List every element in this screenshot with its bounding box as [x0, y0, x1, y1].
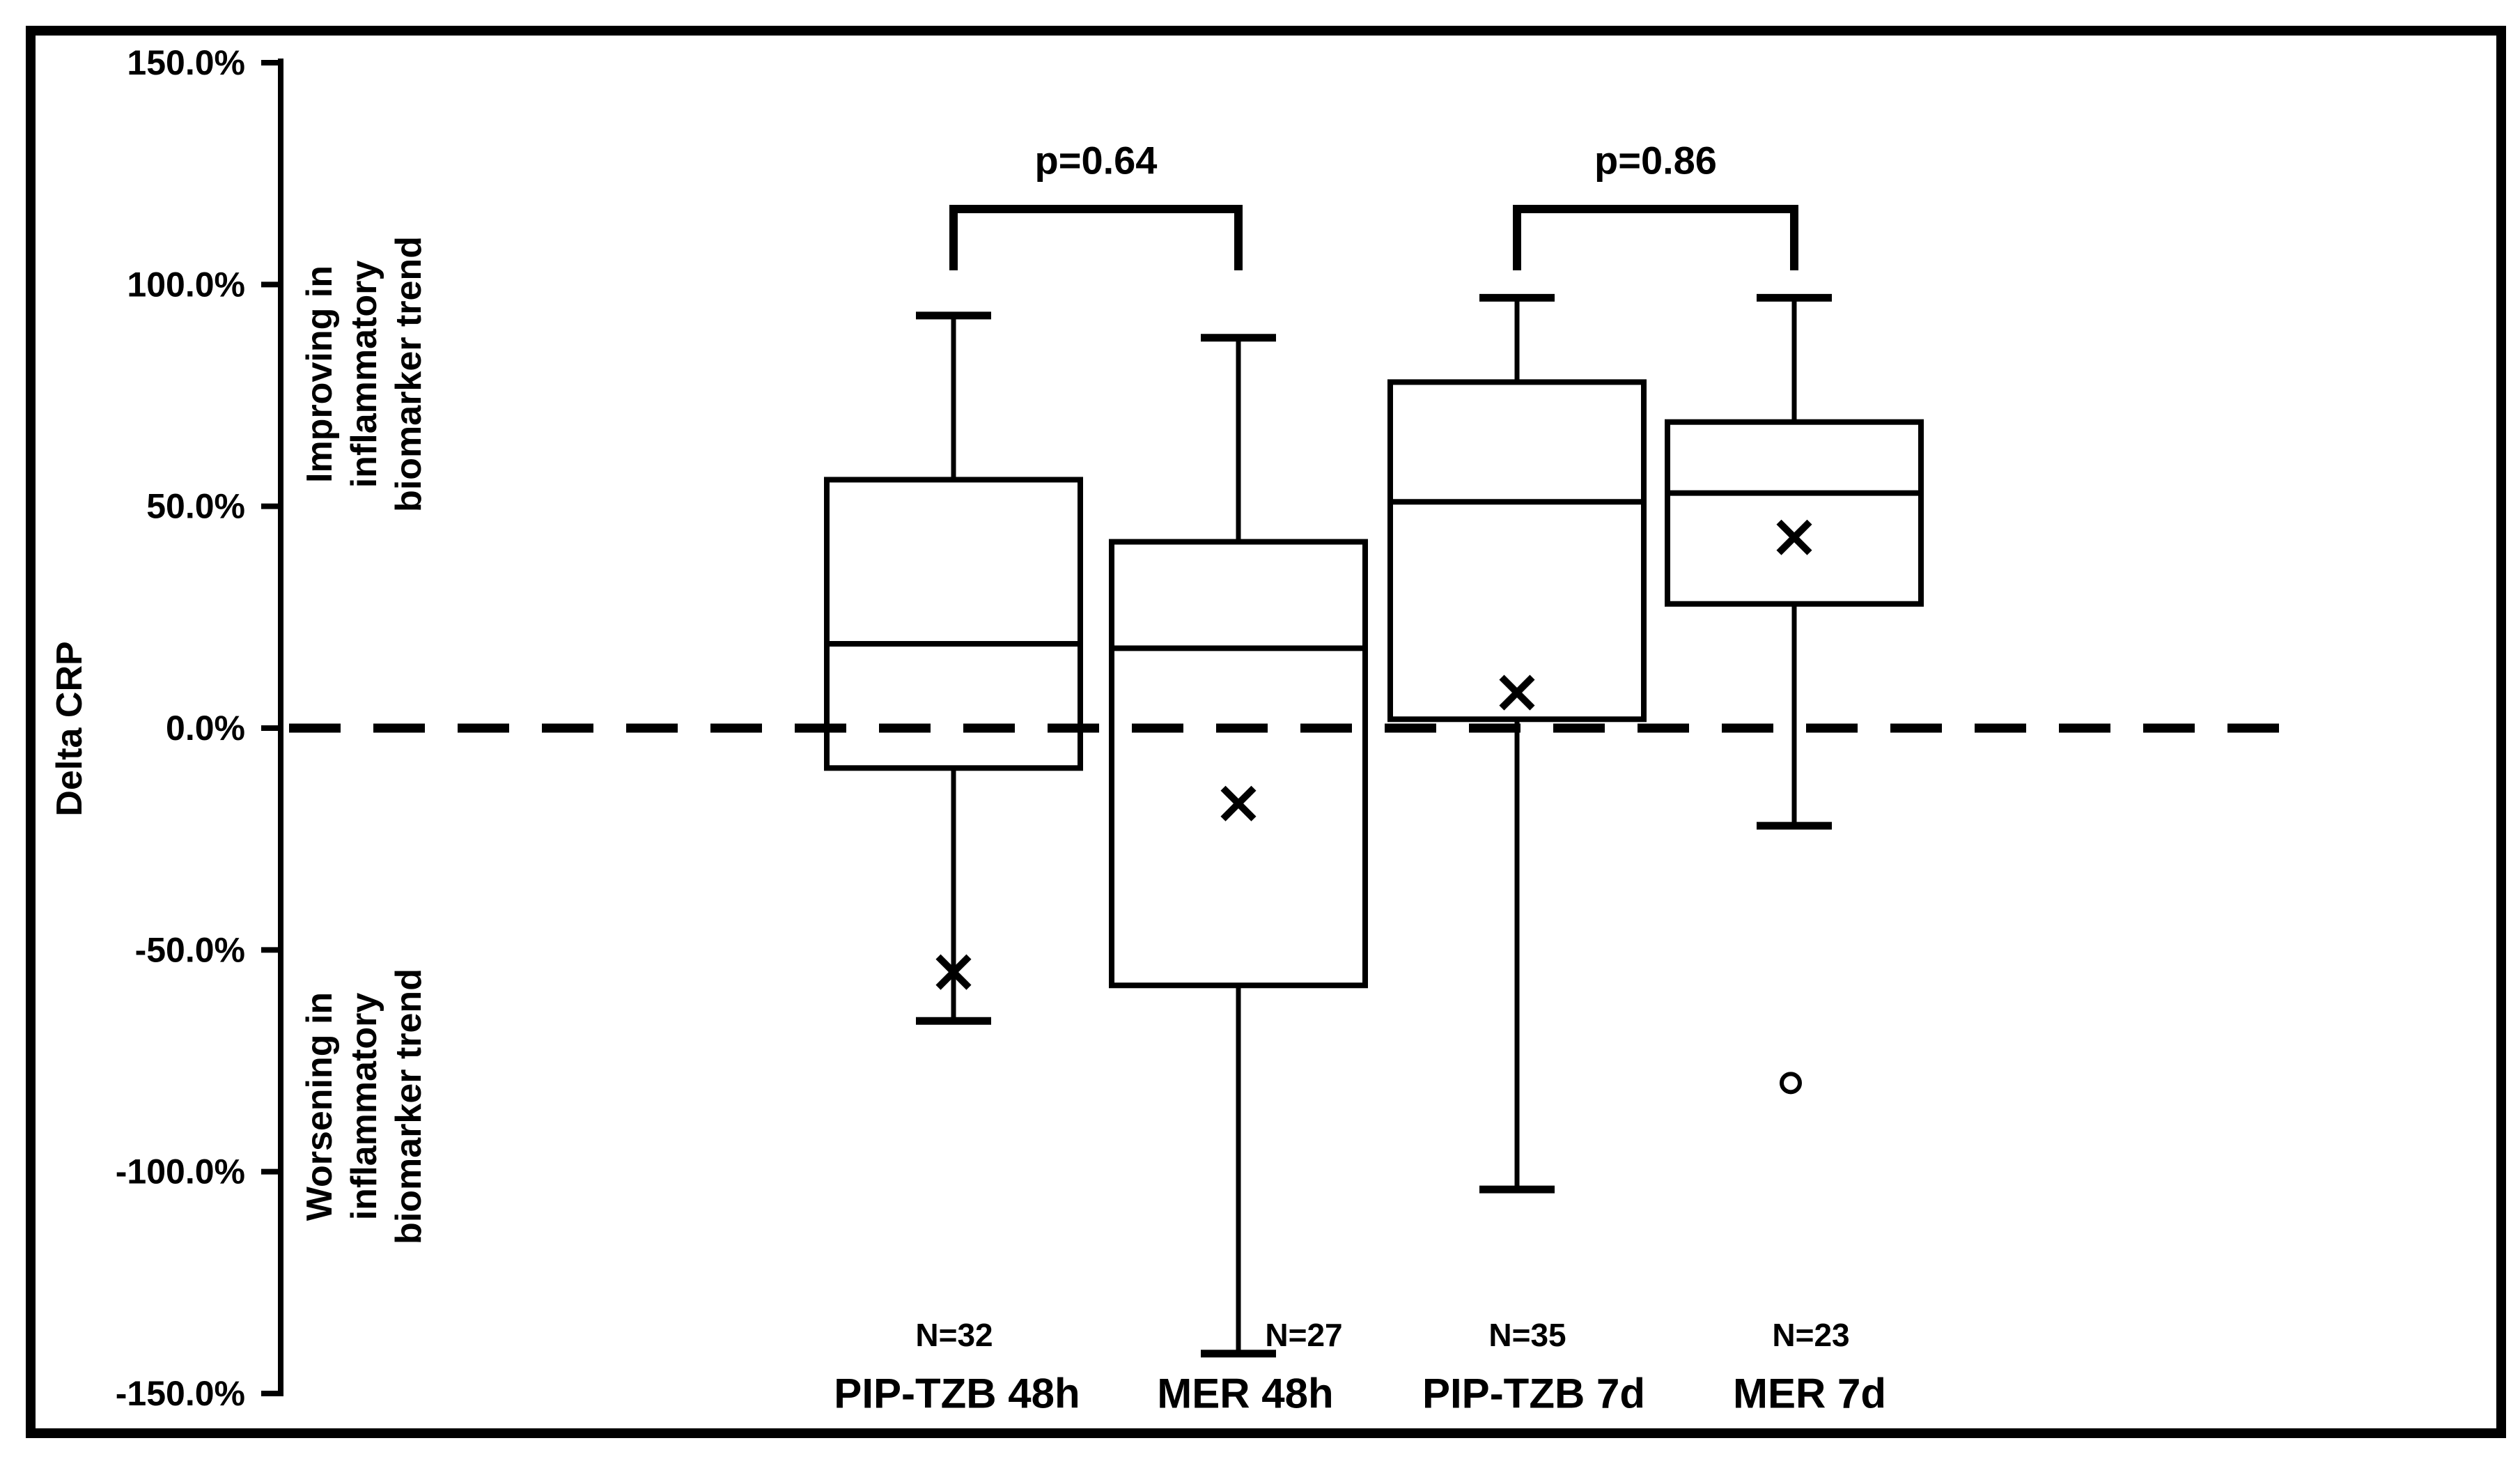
y-axis-tick-label: -50.0%: [135, 930, 245, 969]
iqr-box: [1665, 419, 1924, 607]
group-category-label: PIP-TZB 48h: [834, 1371, 1080, 1417]
y-axis-title: Delta CRP: [49, 641, 90, 816]
significance-bracket: [1513, 205, 1798, 270]
outlier-point: [1780, 1072, 1802, 1095]
improving-annotation-text-line: biomarker trend: [389, 236, 429, 512]
group-n-label: N=35: [1488, 1317, 1566, 1353]
worsening-annotation-text-line: Worsening in: [300, 992, 340, 1221]
y-axis-tick-label: -100.0%: [116, 1152, 245, 1191]
y-axis-tick-label: 50.0%: [146, 487, 245, 526]
mean-x-marker: [1220, 785, 1257, 821]
iqr-box: [1109, 539, 1368, 989]
group-n-label: N=32: [915, 1317, 993, 1353]
improving-annotation-text-line: inflammatory: [344, 261, 384, 488]
iqr-box: [1387, 379, 1647, 723]
p-value-label: p=0.86: [1594, 139, 1717, 183]
y-axis-tick-label: 150.0%: [127, 43, 245, 82]
group-n-label: N=23: [1772, 1317, 1849, 1353]
group-n-label: N=27: [1265, 1317, 1342, 1353]
y-axis-tick-label: 0.0%: [166, 709, 245, 748]
significance-bracket: [949, 205, 1243, 270]
y-axis-tick-label: -150.0%: [116, 1374, 245, 1413]
improving-annotation-text-line: Improving in: [300, 265, 340, 483]
worsening-annotation-text-line: biomarker trend: [389, 968, 429, 1244]
group-category-label: MER 48h: [1157, 1371, 1333, 1417]
iqr-box: [824, 477, 1083, 771]
mean-x-marker: [1776, 519, 1812, 555]
group-category-label: MER 7d: [1733, 1371, 1886, 1417]
mean-x-marker: [1499, 674, 1535, 711]
mean-x-marker: [935, 954, 972, 990]
p-value-label: p=0.64: [1035, 139, 1158, 183]
y-axis: 150.0% 100.0% 50.0% 0.0% -50.0% -100.0% -150.0…: [116, 43, 283, 1413]
worsening-annotation-text-line: inflammatory: [344, 993, 384, 1221]
comparison-brackets: p=0.64 p=0.86: [949, 139, 1798, 270]
y-axis-tick-label: 100.0%: [127, 265, 245, 304]
group-category-label: PIP-TZB 7d: [1422, 1371, 1645, 1417]
